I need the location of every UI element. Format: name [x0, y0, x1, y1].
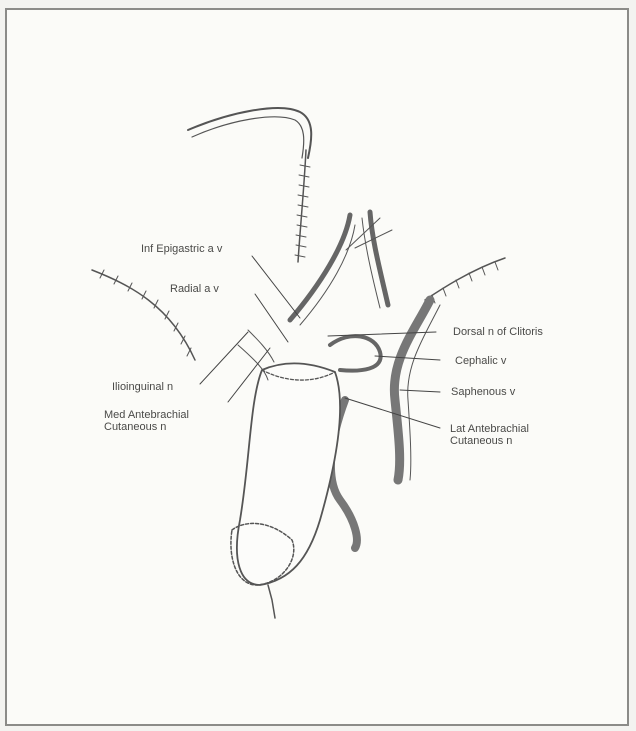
cephalic-loop — [330, 336, 381, 371]
leader-saphenous — [400, 390, 440, 392]
label-saphenous: Saphenous v — [451, 386, 515, 398]
leader-dorsal-clitoris — [328, 332, 436, 336]
label-ilioinguinal: Ilioinguinal n — [112, 381, 173, 393]
label-med-antebrachial-2: Cutaneous n — [104, 421, 166, 433]
leader-ilioinguinal — [200, 332, 248, 384]
leader-radial — [255, 294, 288, 342]
label-cephalic: Cephalic v — [455, 355, 506, 367]
vessel-upper-left — [290, 215, 350, 320]
catheter-tube — [188, 108, 311, 158]
label-lat-antebrachial-2: Cutaneous n — [450, 435, 512, 447]
vessel-upper-right — [370, 212, 388, 305]
label-med-antebrachial-1: Med Antebrachial — [104, 409, 189, 421]
leader-cephalic — [375, 356, 440, 360]
label-dorsal-clitoris: Dorsal n of Clitoris — [453, 326, 543, 338]
label-inf-epigastric: Inf Epigastric a v — [141, 243, 222, 255]
label-lat-antebrachial-1: Lat Antebrachial — [450, 423, 529, 435]
neophallus-body — [237, 363, 340, 585]
leader-inf-epigastric — [252, 256, 300, 318]
label-radial: Radial a v — [170, 283, 219, 295]
right-flap-suture — [425, 258, 505, 300]
